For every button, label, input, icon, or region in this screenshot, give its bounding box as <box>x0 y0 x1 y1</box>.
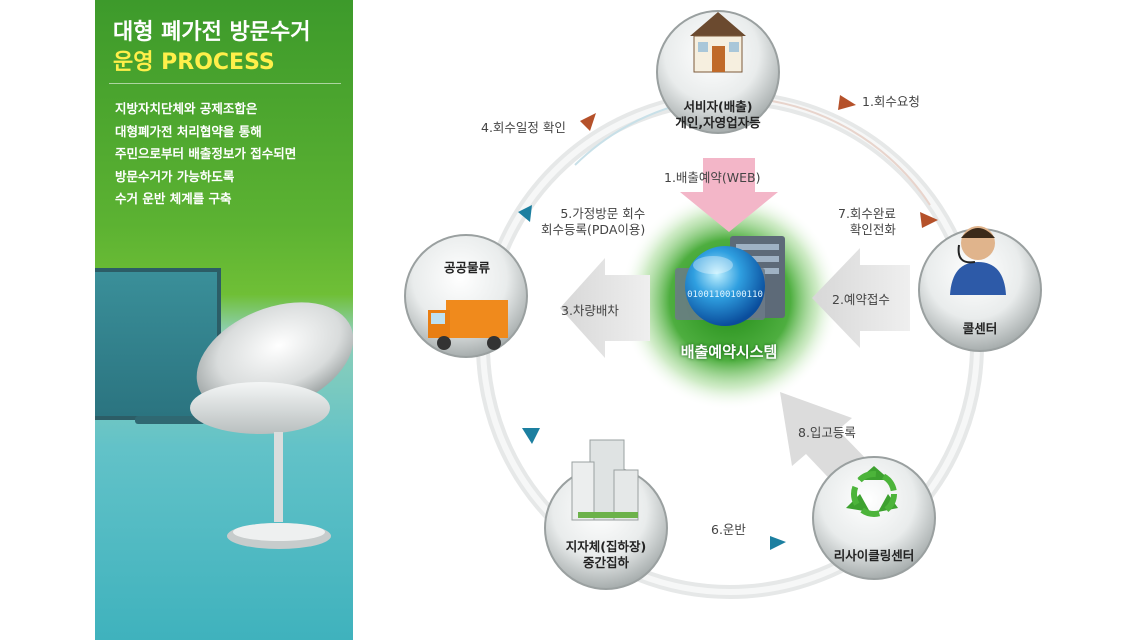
step-1-web-reservation: 1.배출예약(WEB) <box>664 170 761 185</box>
arrowhead-transport <box>770 536 786 550</box>
arrow-web-reservation <box>680 158 778 232</box>
step-7-line1: 7.회수완료 <box>838 206 896 221</box>
node-label-public-logistics: 공공물류 <box>443 260 490 275</box>
reservation-system-label: 배출예약시스템 <box>680 343 778 361</box>
description-line: 수거 운반 체계를 구축 <box>115 191 232 206</box>
arrowhead-left-lower <box>522 428 540 444</box>
step-5-home-visit: 5.가정방문 회수 회수등록(PDA이용) <box>541 206 645 238</box>
node-public-logistics <box>404 234 528 358</box>
step-3-vehicle-dispatch: 3.차량배차 <box>561 303 619 318</box>
reservation-system-server-icon: 01001100100110 <box>675 236 785 326</box>
left-intro-panel: 대형 폐가전 방문수거 운영 PROCESS 지방자치단체와 공제조합은 대형폐… <box>95 0 353 640</box>
consumer-label-line2: 개인,자영업자등 <box>675 115 761 130</box>
step-8-warehousing: 8.입고등록 <box>798 425 856 440</box>
government-label-line1: 지자체(집하장) <box>565 539 647 554</box>
step-7-line2: 확인전화 <box>849 222 896 237</box>
panel-title: 대형 폐가전 방문수거 <box>113 20 311 45</box>
consumer-label-line1: 서비자(배출) <box>683 99 753 114</box>
step-2-reservation-received: 2.예약접수 <box>832 292 890 307</box>
panel-subtitle: 운영 PROCESS <box>113 50 275 75</box>
node-consumer <box>656 10 780 134</box>
monitor-stand <box>135 416 205 424</box>
node-local-government <box>544 439 668 590</box>
step-5-line1: 5.가정방문 회수 <box>560 206 646 221</box>
chair-illustration <box>190 302 353 549</box>
binary-text: 01001100100110 <box>687 290 763 300</box>
node-recycling-center <box>812 456 936 580</box>
arrowhead-home-visit <box>518 205 532 222</box>
description-line: 지방자치단체와 공제조합은 <box>115 101 258 116</box>
description-line: 대형폐가전 처리협약을 통해 <box>115 123 262 139</box>
node-label-local-government: 지자체(집하장) 중간집하 <box>556 539 656 571</box>
node-label-call-center: 콜센터 <box>962 321 998 336</box>
panel-description: 지방자치단체와 공제조합은 대형폐가전 처리협약을 통해 주민으로부터 배출정보… <box>115 98 296 211</box>
step-4-schedule-confirm: 4.회수일정 확인 <box>481 120 566 135</box>
step-6-transport: 6.운반 <box>711 522 746 537</box>
description-line: 방문수거가 가능하도록 <box>115 168 235 184</box>
process-cycle-diagram: 01001100100110 <box>404 10 1042 599</box>
node-call-center <box>918 226 1042 352</box>
panel-divider <box>109 83 341 84</box>
arrowhead-request <box>838 95 856 110</box>
arrow-reservation-received <box>812 248 910 348</box>
step-5-line2: 회수등록(PDA이용) <box>541 222 646 237</box>
step-1-pickup-request: 1.회수요청 <box>862 94 920 109</box>
arrow-vehicle-dispatch <box>560 258 650 358</box>
description-line: 주민으로부터 배출정보가 접수되면 <box>115 146 297 161</box>
step-7-completion-call: 7.회수완료 확인전화 <box>838 206 896 238</box>
arrowhead-completion-call <box>920 212 938 228</box>
node-label-consumer: 서비자(배출) 개인,자영업자등 <box>668 99 768 131</box>
monitor-illustration <box>95 268 221 420</box>
arrowhead-schedule-confirm <box>580 113 596 131</box>
government-label-line2: 중간집하 <box>582 555 629 570</box>
node-label-recycling-center: 리사이클링센터 <box>833 548 915 563</box>
